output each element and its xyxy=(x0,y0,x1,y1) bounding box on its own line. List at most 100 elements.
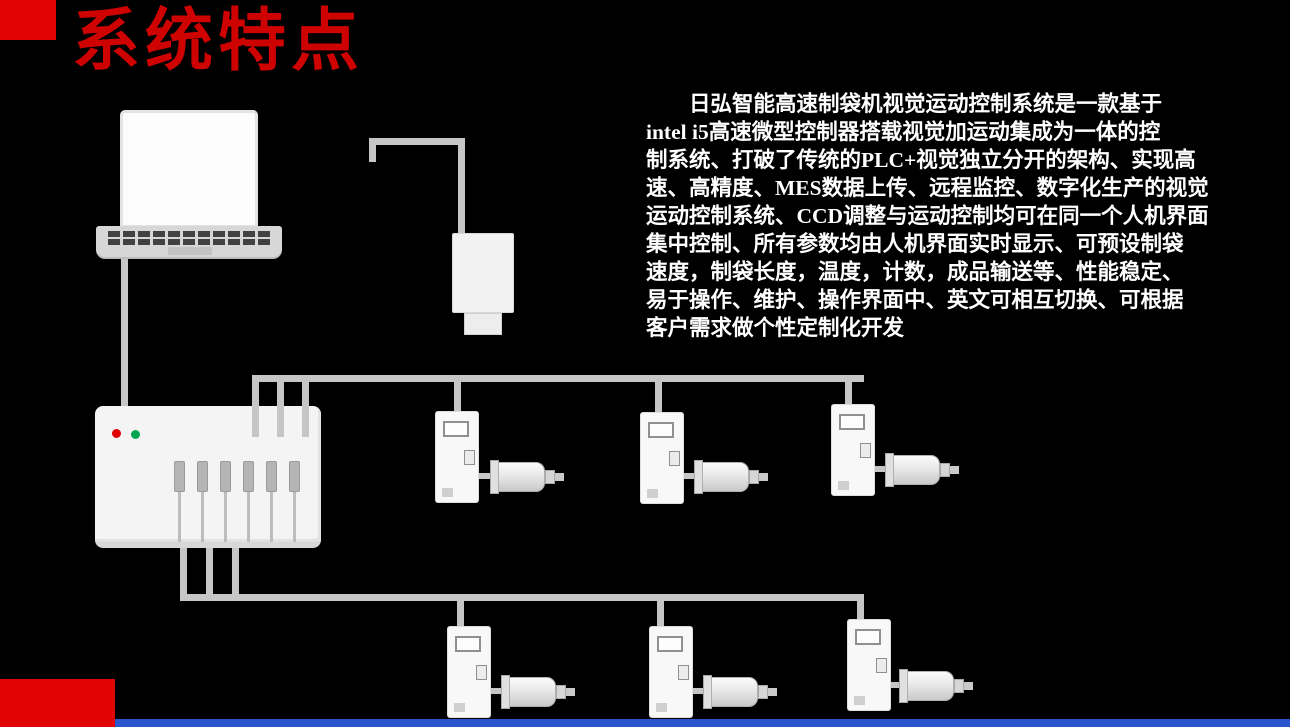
camera-cable-horizontal xyxy=(369,138,465,145)
vision-camera-lens xyxy=(464,313,502,335)
io-connector xyxy=(197,461,208,492)
controller-top-riser-3 xyxy=(302,375,309,437)
io-wire xyxy=(178,492,181,542)
driver6-motor-cable xyxy=(889,682,905,688)
motor-body xyxy=(498,462,545,492)
motor-shaft xyxy=(749,470,759,484)
controller-bottom-riser-2 xyxy=(206,547,213,601)
io-connector xyxy=(266,461,277,492)
bottom-bus-line xyxy=(180,594,864,601)
bottom-bus-drop-1 xyxy=(457,594,464,632)
driver-terminal xyxy=(854,696,865,705)
top-bus-drop-3 xyxy=(845,375,852,409)
motor-shaft-tip xyxy=(759,473,768,481)
motor-shaft xyxy=(556,685,566,699)
driver-port xyxy=(669,451,680,466)
camera-cable-vertical xyxy=(458,138,465,236)
page-title: 系统特点 xyxy=(72,3,365,79)
driver4-motor-cable xyxy=(489,688,505,694)
motor-shaft-tip xyxy=(566,688,575,696)
controller-top-riser-1 xyxy=(252,375,259,437)
intro-line: intel i5高速微型控制器搭载视觉加运动集成为一体的控 xyxy=(646,120,1161,144)
driver-display xyxy=(443,421,469,437)
io-wire xyxy=(293,492,296,542)
footer-blue-bar xyxy=(0,719,1290,727)
servo-motor-4 xyxy=(501,673,577,711)
io-connector xyxy=(289,461,300,492)
laptop-base xyxy=(96,226,282,257)
intro-line: 集中控制、所有参数均由人机界面实时显示、可预设制袋 xyxy=(646,232,1184,256)
servo-driver-3 xyxy=(831,404,875,496)
io-wire xyxy=(247,492,250,542)
intro-line: 速、高精度、MES数据上传、远程监控、数字化生产的视觉 xyxy=(646,176,1209,200)
servo-driver-6 xyxy=(847,619,891,711)
io-wire xyxy=(224,492,227,542)
driver5-motor-cable xyxy=(691,688,707,694)
driver-terminal xyxy=(656,703,667,712)
top-bus-drop-1 xyxy=(454,375,461,417)
driver3-motor-cable xyxy=(873,466,889,472)
driver-display xyxy=(855,629,881,645)
servo-motor-1 xyxy=(490,458,566,496)
driver-port xyxy=(476,665,487,680)
motor-shaft xyxy=(758,685,768,699)
driver-port xyxy=(464,450,475,465)
intro-line: 速度，制袋长度，温度，计数，成品输送等、性能稳定、 xyxy=(646,260,1184,284)
laptop-screen xyxy=(120,110,258,228)
motor-shaft xyxy=(545,470,555,484)
motor-shaft xyxy=(940,463,950,477)
servo-motor-3 xyxy=(885,451,961,489)
servo-driver-4 xyxy=(447,626,491,718)
driver-display xyxy=(657,636,683,652)
servo-driver-1 xyxy=(435,411,479,503)
bottom-left-red-block xyxy=(0,679,115,727)
controller-bottom-riser-3 xyxy=(232,547,239,601)
motion-controller xyxy=(95,406,321,548)
camera-cable-stub xyxy=(369,138,376,162)
bottom-bus-drop-2 xyxy=(657,594,664,632)
motor-body xyxy=(711,677,758,707)
status-led-green xyxy=(131,430,140,439)
intro-text: 日弘智能高速制袋机视觉运动控制系统是一款基于 intel i5高速微型控制器搭载… xyxy=(646,90,1290,342)
servo-driver-5 xyxy=(649,626,693,718)
servo-motor-5 xyxy=(703,673,779,711)
intro-line: 日弘智能高速制袋机视觉运动控制系统是一款基于 xyxy=(646,92,1163,116)
io-connector xyxy=(220,461,231,492)
driver-terminal xyxy=(454,703,465,712)
motor-body xyxy=(907,671,954,701)
io-wire xyxy=(270,492,273,542)
motor-body xyxy=(893,455,940,485)
driver-terminal xyxy=(838,481,849,490)
bottom-bus-drop-3 xyxy=(857,594,864,624)
motor-shaft-tip xyxy=(555,473,564,481)
servo-driver-2 xyxy=(640,412,684,504)
driver-port xyxy=(876,658,887,673)
intro-line: 客户需求做个性定制化开发 xyxy=(646,316,905,340)
motor-shaft-tip xyxy=(768,688,777,696)
motor-shaft xyxy=(954,679,964,693)
driver-port xyxy=(678,665,689,680)
laptop-trackpad xyxy=(168,247,212,255)
vision-camera-body xyxy=(452,233,514,313)
servo-motor-2 xyxy=(694,458,770,496)
top-left-red-block xyxy=(0,0,56,40)
driver-port xyxy=(860,443,871,458)
intro-line: 易于操作、维护、操作界面中、英文可相互切换、可根据 xyxy=(646,288,1184,312)
driver-display xyxy=(839,414,865,430)
motor-shaft-tip xyxy=(964,682,973,690)
io-connector xyxy=(174,461,185,492)
intro-line: 运动控制系统、CCD调整与运动控制均可在同一个人机界面 xyxy=(646,204,1209,228)
controller-bottom-riser-1 xyxy=(180,547,187,601)
top-bus-drop-2 xyxy=(655,375,662,417)
io-wire xyxy=(201,492,204,542)
laptop-keyboard xyxy=(108,229,270,245)
servo-motor-6 xyxy=(899,667,975,705)
laptop-to-controller-cable xyxy=(121,254,128,410)
driver2-motor-cable xyxy=(682,473,698,479)
motor-body xyxy=(509,677,556,707)
driver1-motor-cable xyxy=(478,473,494,479)
io-connector xyxy=(243,461,254,492)
controller-top-riser-2 xyxy=(277,375,284,437)
intro-line: 制系统、打破了传统的PLC+视觉独立分开的架构、实现高 xyxy=(646,148,1196,172)
